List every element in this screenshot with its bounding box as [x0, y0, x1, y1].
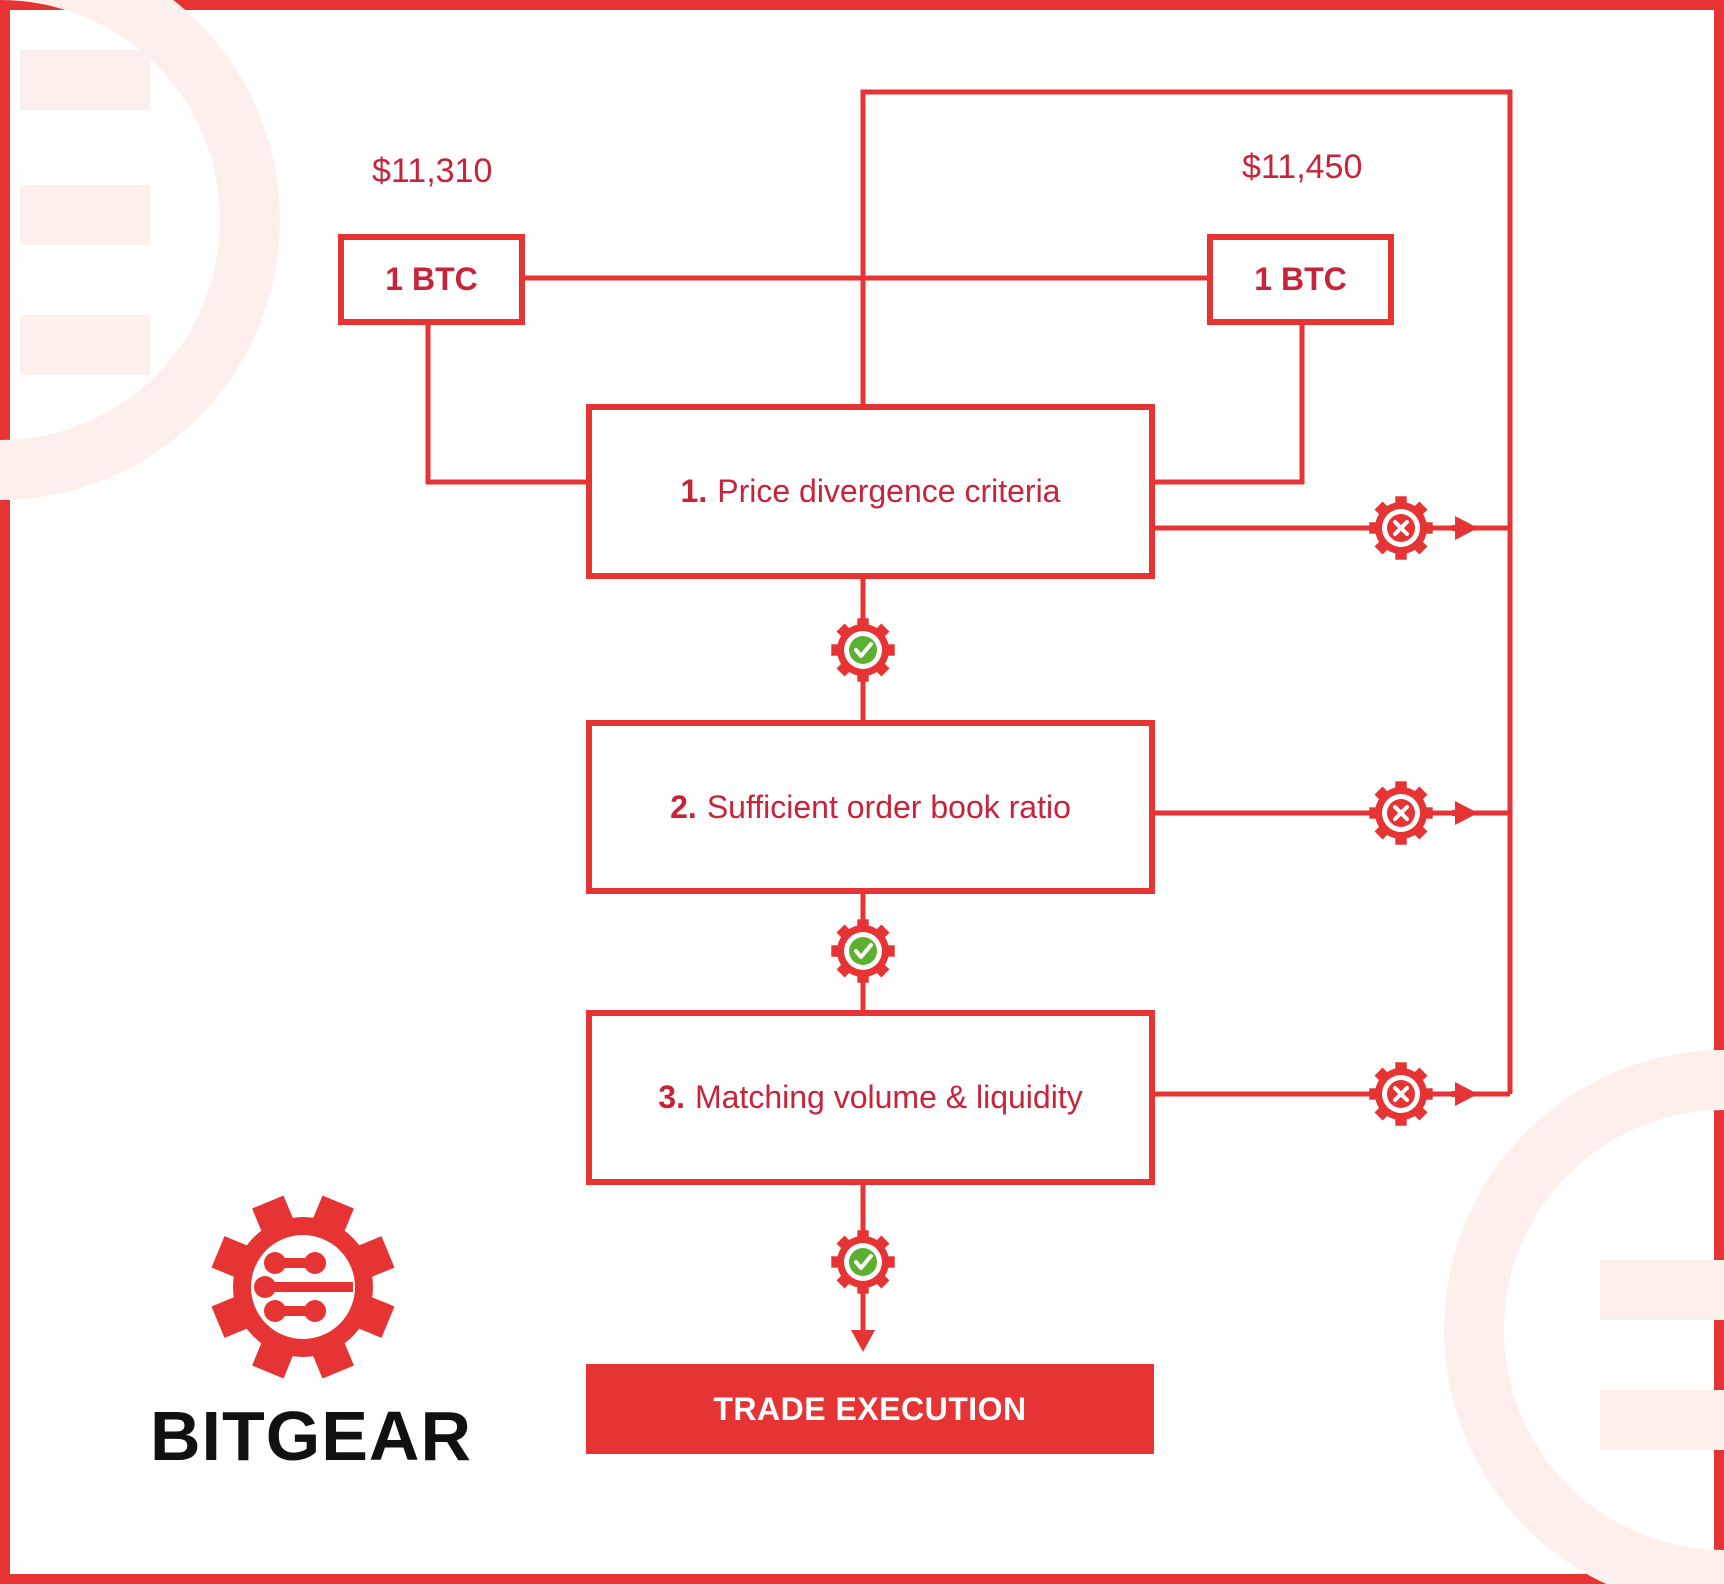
check-gear-icon	[831, 1230, 895, 1294]
step-text-2: Sufficient order book ratio	[706, 788, 1071, 825]
step-box-3	[586, 1010, 1155, 1185]
arrow-right-icon	[1455, 801, 1478, 825]
source-label-right: 1 BTC	[1254, 261, 1347, 297]
x-gear-icon	[1369, 781, 1433, 845]
step-number-1: 1.	[680, 473, 708, 509]
step-number-3: 3.	[658, 1079, 685, 1115]
bitgear-gear-logo-icon	[233, 1217, 373, 1357]
diagram-boxes	[338, 234, 1394, 1185]
step-label-1: 1. Price divergence criteria	[589, 407, 1152, 576]
source-box-left	[338, 234, 525, 325]
step-text-1: Price divergence criteria	[717, 473, 1061, 509]
check-gear-icon	[831, 919, 895, 983]
trade-execution-box	[586, 1364, 1154, 1454]
price-left: $11,310	[372, 152, 493, 190]
step-box-2	[586, 720, 1155, 894]
source-box-right	[1207, 234, 1394, 325]
price-right: $11,450	[1242, 148, 1363, 186]
brand-name: BITGEAR	[150, 1397, 472, 1475]
x-gear-icon	[1369, 496, 1433, 560]
arrowheads	[851, 516, 1478, 1352]
arrow-right-icon	[1455, 516, 1478, 540]
x-gear-icon	[1369, 1062, 1433, 1126]
step-label-3: 3. Matching volume & liquidity	[589, 1013, 1152, 1182]
source-label-left: 1 BTC	[385, 261, 478, 297]
arrow-right-icon	[1455, 1082, 1478, 1106]
logo-gear-teeth	[211, 1195, 395, 1379]
arrow-down-icon	[851, 1330, 875, 1352]
watermark-gear-left-icon	[0, 0, 280, 500]
step-number-2: 2.	[670, 788, 697, 825]
watermark-gear-right-icon	[1444, 1050, 1724, 1584]
trade-execution-label: TRADE EXECUTION	[713, 1390, 1027, 1427]
step-box-1	[586, 404, 1155, 579]
step-text-3: Matching volume & liquidity	[694, 1079, 1083, 1115]
gear-badges	[831, 496, 1433, 1294]
step-label-2: 2. Sufficient order book ratio	[589, 723, 1152, 891]
check-gear-icon	[831, 618, 895, 682]
